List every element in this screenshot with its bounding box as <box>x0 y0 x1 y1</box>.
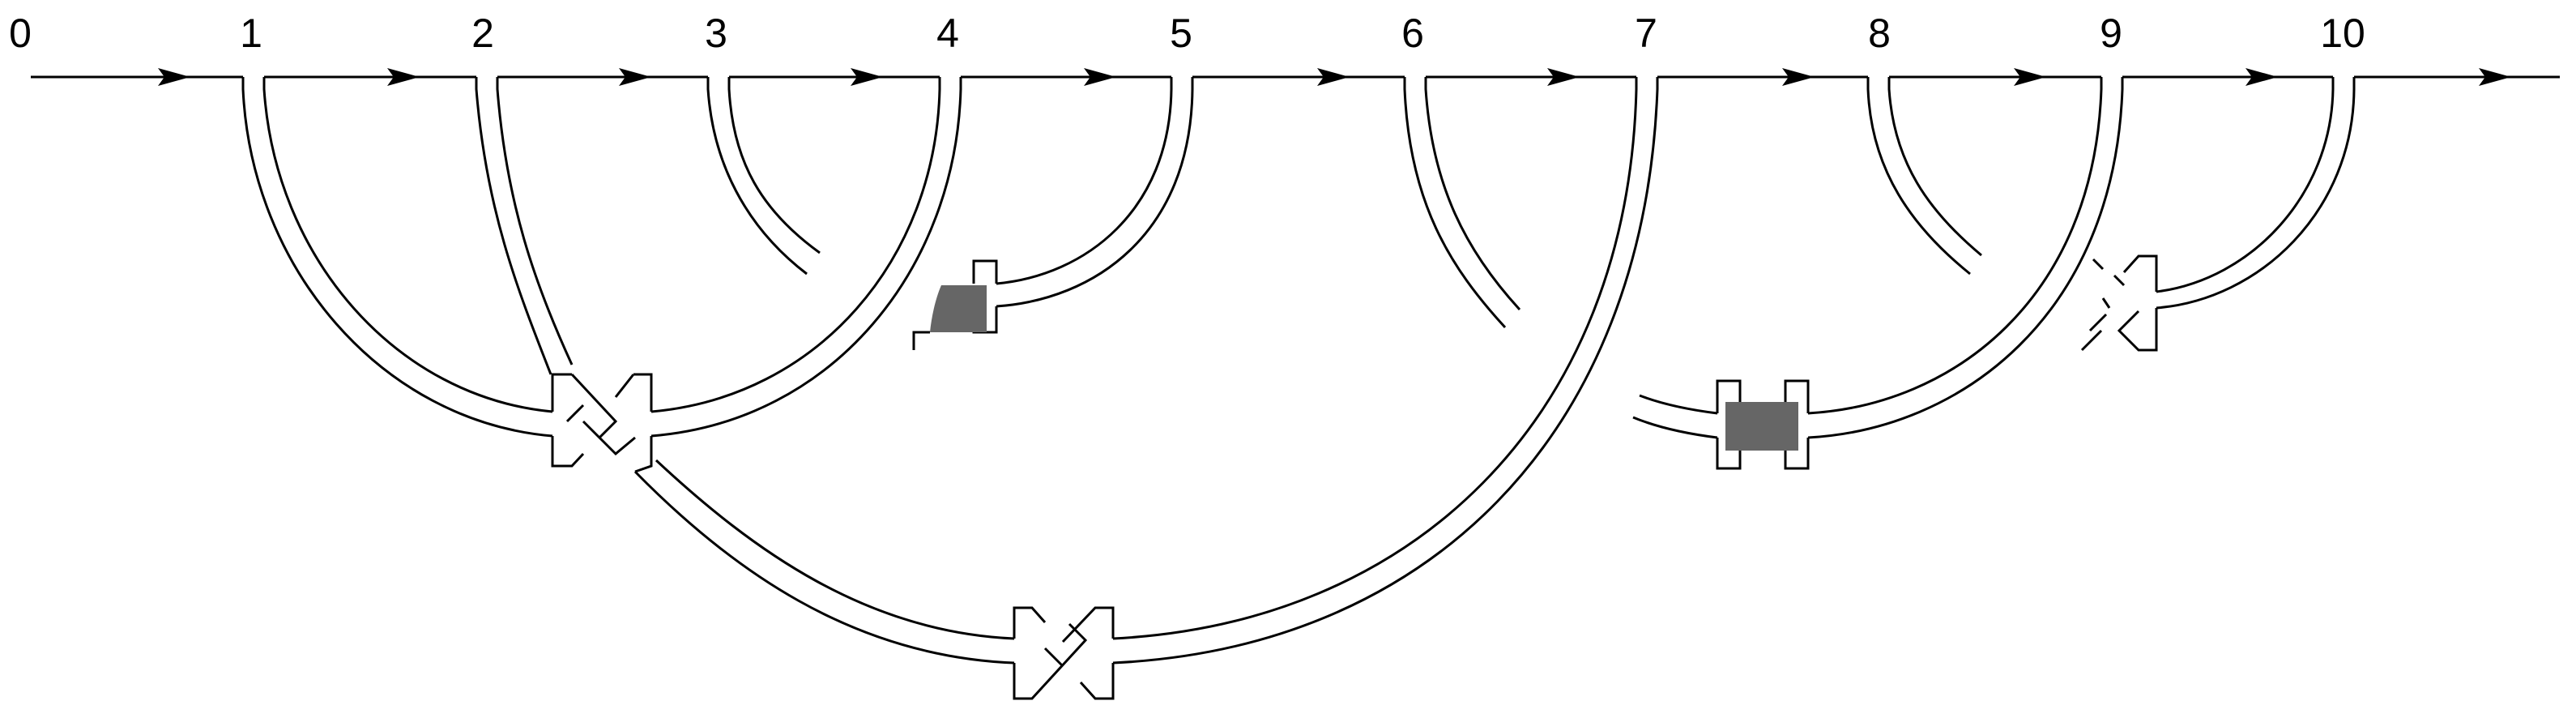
vertex-label-0: 0 <box>9 11 32 56</box>
arrowhead <box>1782 68 1815 86</box>
arrowheads <box>158 68 2511 86</box>
arrowhead <box>2245 68 2278 86</box>
crossing-left-frame <box>551 373 653 473</box>
vertex-label-3: 3 <box>705 11 727 56</box>
arc-3-partial <box>706 77 821 276</box>
arc-1-4-inner <box>262 77 553 413</box>
arc-2-7-inner-mid <box>655 459 1015 640</box>
vertex-label-10: 10 <box>2320 11 2365 56</box>
arc-2-7-outer-mid <box>633 470 1015 665</box>
vertex-label-4: 4 <box>936 11 959 56</box>
arc-8-9-left-stub-outer <box>1632 416 1718 439</box>
arc-1-4-right-inner <box>650 77 941 413</box>
arc-8-9 <box>1632 77 2124 470</box>
arrowhead <box>2479 68 2511 86</box>
arc-8-9-outer <box>1807 77 2124 439</box>
arc-8-inner <box>1887 77 1982 257</box>
arc-2-7 <box>475 77 1659 665</box>
arrowhead <box>1317 68 1350 86</box>
arc-1-4 <box>241 77 962 438</box>
vertex-label-1: 1 <box>240 11 262 56</box>
arc-9-10-crossing <box>2080 254 2158 352</box>
arc-9-10 <box>2080 77 2356 352</box>
shaded-box-right <box>1725 402 1798 451</box>
arc-6-outer <box>1403 77 1507 329</box>
arc-8-9-inner <box>1807 77 2103 415</box>
arc-2-7-outer-start <box>475 77 552 375</box>
arc-9-10-outer <box>2156 77 2356 310</box>
arc-1-4-outer <box>241 77 553 438</box>
shaded-box-left <box>930 285 987 332</box>
vertex-label-8: 8 <box>1868 11 1891 56</box>
arc-8-9-bracket <box>1716 379 1810 470</box>
vertex-label-2: 2 <box>471 11 494 56</box>
vertex-labels: 0 1 2 3 4 5 6 7 8 9 10 <box>9 11 2365 56</box>
arc-6-inner <box>1424 77 1521 311</box>
arrowhead <box>619 68 651 86</box>
vertex-label-6: 6 <box>1401 11 1424 56</box>
arc-4-5-outer <box>996 77 1194 308</box>
arrowhead <box>1547 68 1580 86</box>
arrowhead <box>158 68 190 86</box>
arc-2-7-inner-start <box>496 77 574 365</box>
arc-8-partial <box>1866 77 1982 276</box>
arc-6-partial <box>1403 77 1521 329</box>
vertex-label-7: 7 <box>1635 11 1657 56</box>
arrowhead <box>387 68 420 86</box>
crossing-bottom <box>1013 606 1115 700</box>
arrowhead <box>2014 68 2046 86</box>
arc-3-outer <box>706 77 808 276</box>
crossing-bottom-frame <box>1013 606 1115 700</box>
arc-2-7-outer-end <box>1112 77 1659 665</box>
arc-8-9-left-stub-inner <box>1639 394 1718 415</box>
arc-9-10-inner <box>2156 77 2335 293</box>
arc-4-5-inner <box>996 77 1173 285</box>
vertex-label-5: 5 <box>1170 11 1192 56</box>
vertex-label-9: 9 <box>2100 11 2122 56</box>
arc-8-outer <box>1866 77 1971 276</box>
arrowhead <box>851 68 883 86</box>
arrowhead <box>1084 68 1116 86</box>
arc-1-4-right-outer <box>650 77 962 438</box>
arc-2-7-inner-end <box>1112 77 1638 640</box>
arc-3-inner <box>727 77 821 254</box>
crossing-left <box>551 373 653 473</box>
arc-4-5 <box>912 77 1194 350</box>
